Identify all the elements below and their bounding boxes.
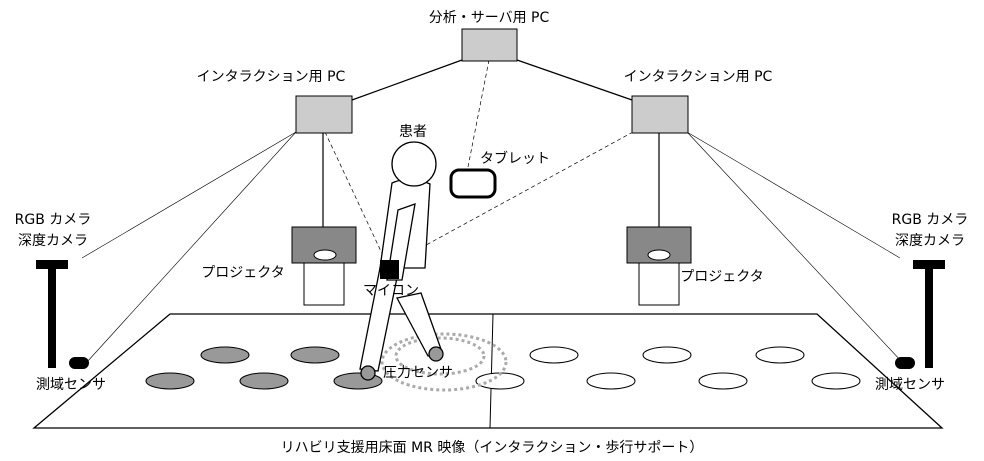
analysis-pc-label: 分析・サーバ用 PC — [429, 10, 550, 26]
range-sensor-right-label: 測域センサ — [875, 377, 945, 393]
range-sensor-left-label: 測域センサ — [36, 377, 106, 393]
microcontroller — [380, 260, 399, 279]
camera-right-rgb-label: RGB カメラ — [892, 212, 969, 228]
projector-right-label: プロジェクタ — [680, 269, 763, 285]
camera-left-depth-label: 深度カメラ — [18, 233, 88, 249]
interaction-pc-left — [295, 95, 353, 134]
camera-right-depth-label: 深度カメラ — [895, 233, 965, 249]
pressure-sensor-area — [380, 332, 508, 392]
floor-divider-line — [489, 313, 494, 429]
range-sensor-right — [895, 357, 915, 369]
wireless-links — [324, 59, 634, 263]
analysis-server-pc — [461, 28, 518, 62]
rgb-depth-camera-left — [36, 260, 68, 368]
interaction-pc-right — [631, 95, 689, 134]
tablet — [449, 168, 497, 199]
projector-left — [291, 226, 357, 306]
tablet-label: タブレット — [480, 150, 550, 167]
patient-figure — [359, 141, 444, 381]
projector-right — [626, 226, 692, 306]
patient-label: 患者 — [399, 124, 427, 140]
projector-left-label: プロジェクタ — [201, 265, 284, 281]
interaction-pc-left-label: インタラクション用 PC — [197, 69, 346, 85]
floor-mr-projection — [32, 313, 944, 429]
floor-caption: リハビリ支援用床面 MR 映像（インタラクション・歩行サポート） — [281, 440, 704, 456]
pressure-sensor-label: 圧力センサ — [383, 365, 453, 381]
microcontroller-label: マイコン — [363, 283, 419, 299]
camera-left-rgb-label: RGB カメラ — [15, 212, 92, 228]
rgb-depth-camera-right — [913, 260, 945, 368]
range-sensor-left — [69, 357, 89, 369]
floor-targets-right — [475, 346, 861, 390]
sensor-links — [81, 131, 903, 363]
network-links — [322, 59, 660, 227]
interaction-pc-right-label: インタラクション用 PC — [624, 69, 773, 85]
